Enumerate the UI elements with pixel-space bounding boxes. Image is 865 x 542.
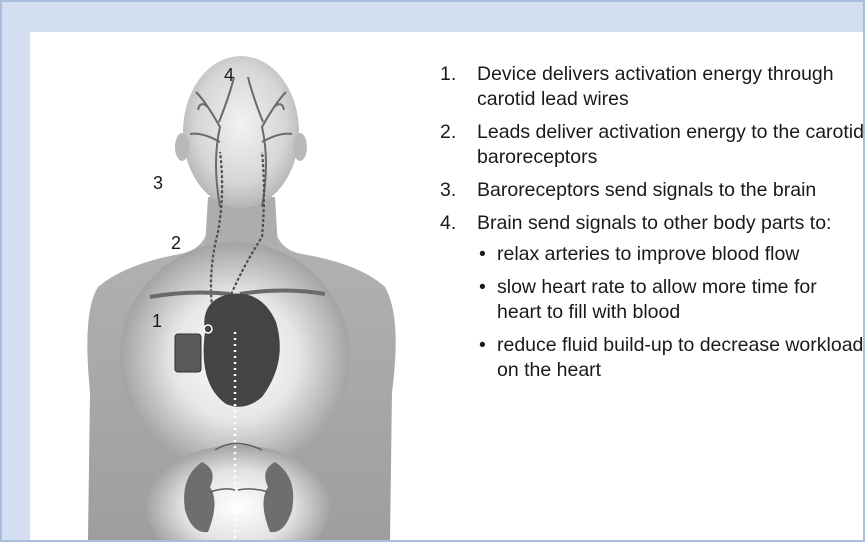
label-4: 4: [224, 65, 234, 86]
bullet-icon: •: [479, 275, 486, 300]
sub-bullet-text: reduce fluid build-up to decrease worklo…: [497, 334, 863, 381]
step-text: Leads deliver activation energy to the c…: [477, 121, 864, 168]
body-illustration: [30, 32, 430, 540]
bullet-icon: •: [479, 333, 486, 358]
sub-bullet-list: • relax arteries to improve blood flow •…: [477, 242, 865, 383]
step-number: 2.: [440, 120, 456, 145]
step-text: Brain send signals to other body parts t…: [477, 212, 831, 234]
label-3: 3: [153, 173, 163, 194]
step-item: 4. Brain send signals to other body part…: [440, 211, 865, 383]
step-number: 4.: [440, 211, 456, 236]
step-text: Device delivers activation energy throug…: [477, 63, 834, 110]
figure-panel: 4 3 2 1 1. Device delivers activation en…: [30, 32, 863, 540]
pacemaker-device-icon: [175, 334, 201, 372]
step-item: 1. Device delivers activation energy thr…: [440, 62, 865, 112]
sub-bullet-item: • relax arteries to improve blood flow: [477, 242, 865, 267]
bullet-icon: •: [479, 242, 486, 267]
sub-bullet-text: slow heart rate to allow more time for h…: [497, 276, 817, 323]
step-item: 3. Baroreceptors send signals to the bra…: [440, 178, 865, 203]
step-text: Baroreceptors send signals to the brain: [477, 179, 816, 201]
sub-bullet-item: • slow heart rate to allow more time for…: [477, 275, 865, 325]
sub-bullet-item: • reduce fluid build-up to decrease work…: [477, 333, 865, 383]
label-2: 2: [171, 233, 181, 254]
step-number: 3.: [440, 178, 456, 203]
step-number: 1.: [440, 62, 456, 87]
label-1: 1: [152, 311, 162, 332]
sub-bullet-text: relax arteries to improve blood flow: [497, 243, 799, 265]
steps-list: 1. Device delivers activation energy thr…: [440, 62, 865, 391]
head-silhouette: [183, 56, 299, 208]
step-item: 2. Leads deliver activation energy to th…: [440, 120, 865, 170]
